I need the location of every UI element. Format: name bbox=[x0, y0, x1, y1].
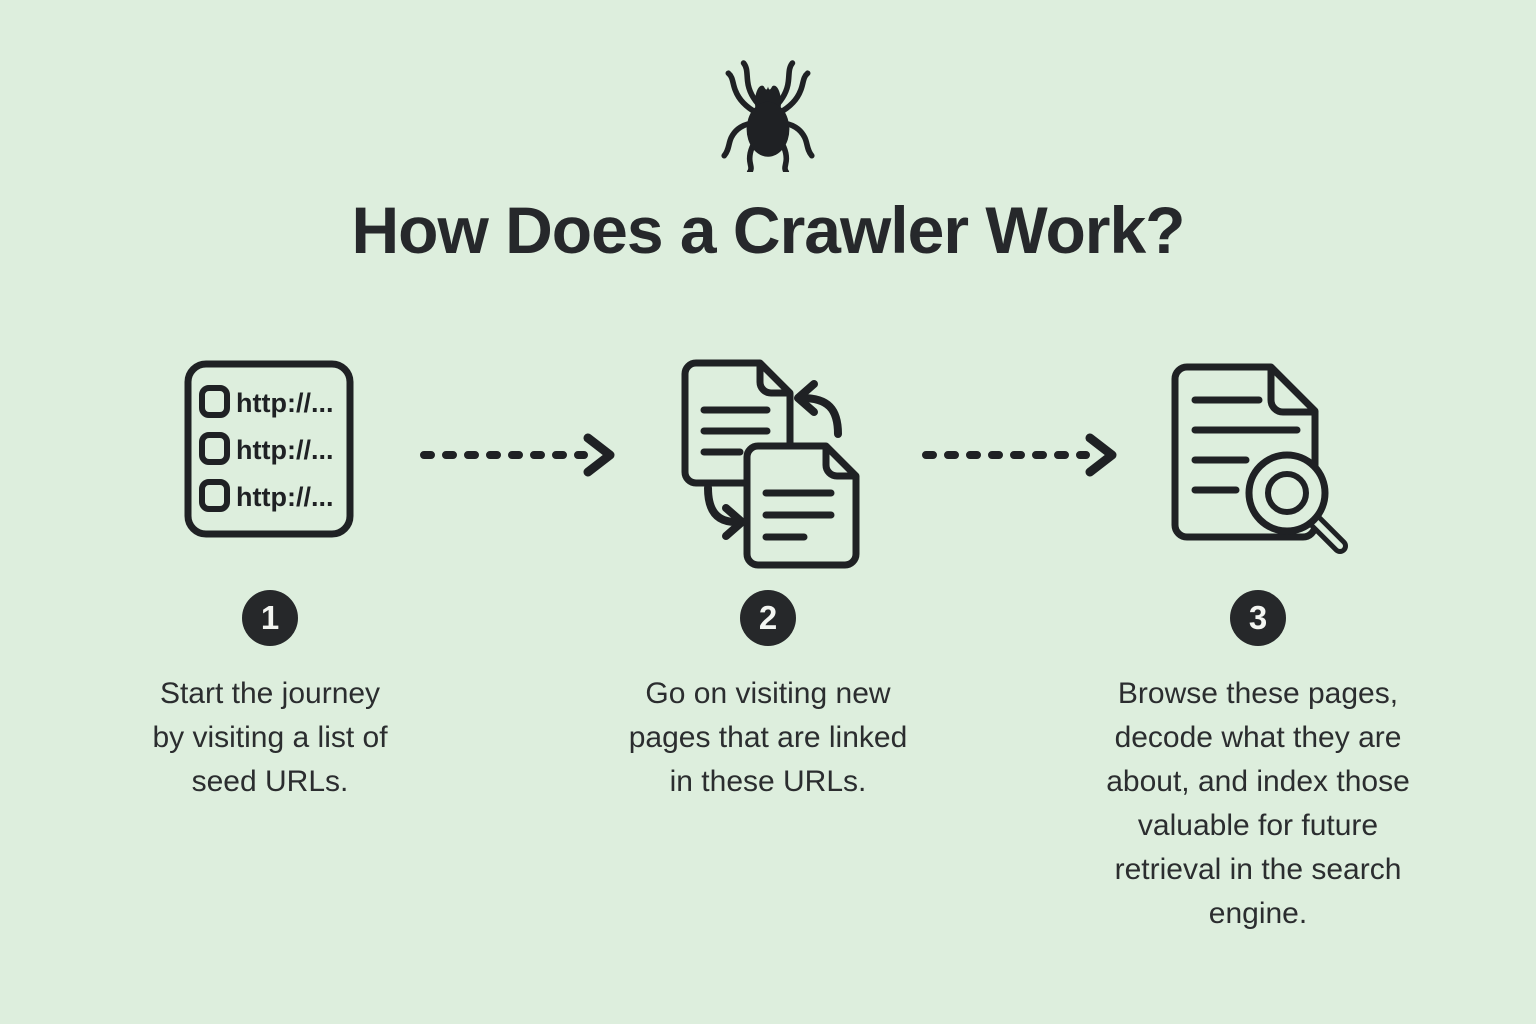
url-list-icon: http://... http://... http://... bbox=[184, 360, 354, 538]
step-2-caption: Go on visiting new pages that are linked… bbox=[558, 672, 978, 804]
spider-icon bbox=[721, 60, 815, 172]
dashed-arrow-icon bbox=[922, 433, 1117, 477]
caption-line: Start the journey bbox=[159, 677, 381, 710]
page-search-icon bbox=[1171, 363, 1348, 554]
step-1-badge: 1 bbox=[242, 590, 298, 646]
caption-line: seed URLs. bbox=[191, 765, 349, 798]
caption-line: Browse these pages, bbox=[1117, 677, 1399, 710]
step-2-badge: 2 bbox=[740, 590, 796, 646]
page-title: How Does a Crawler Work? bbox=[351, 193, 1185, 267]
dashed-arrow-icon bbox=[420, 433, 615, 477]
caption-line: Go on visiting new bbox=[645, 677, 891, 710]
caption-line: engine. bbox=[1208, 897, 1308, 930]
caption-line: about, and index those bbox=[1106, 765, 1410, 798]
step-1-caption: Start the journey by visiting a list of … bbox=[70, 672, 470, 804]
url-item-text: http://... bbox=[236, 482, 333, 512]
url-item-text: http://... bbox=[236, 435, 333, 465]
caption-line: decode what they are bbox=[1114, 721, 1402, 754]
caption-line: retrieval in the search bbox=[1114, 853, 1402, 886]
caption-line: valuable for future bbox=[1137, 809, 1379, 842]
linked-pages-icon bbox=[681, 359, 860, 569]
url-item-text: http://... bbox=[236, 388, 333, 418]
step-3-caption: Browse these pages, decode what they are… bbox=[1038, 672, 1478, 936]
caption-line: by visiting a list of bbox=[152, 721, 388, 754]
caption-line: in these URLs. bbox=[669, 765, 867, 798]
step-3-badge: 3 bbox=[1230, 590, 1286, 646]
caption-line: pages that are linked bbox=[628, 721, 908, 754]
